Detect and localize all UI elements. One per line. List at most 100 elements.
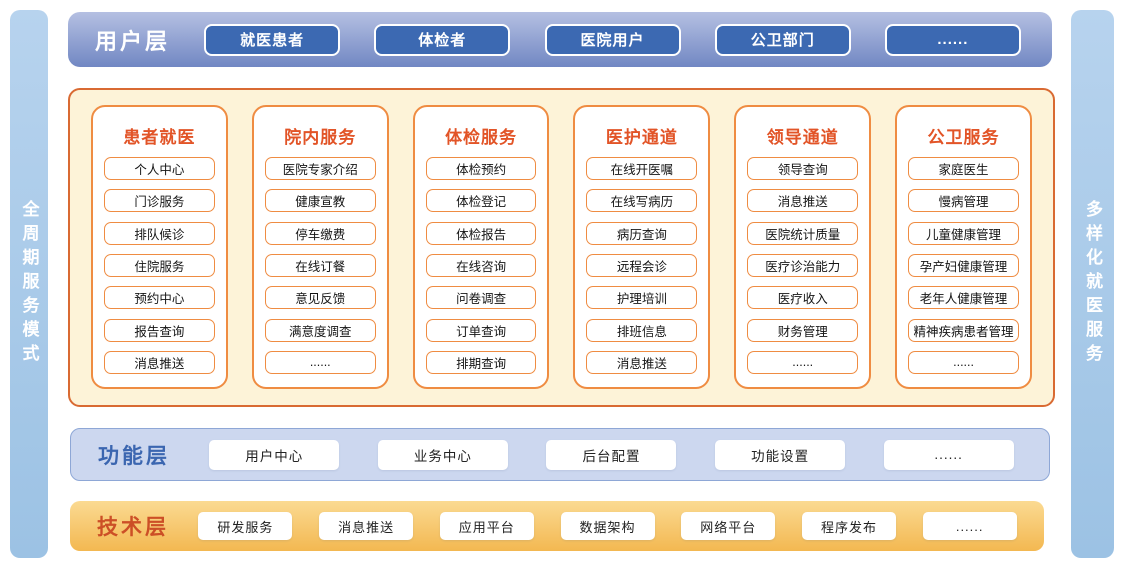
function-button: ......	[883, 439, 1014, 470]
service-item: 护理培训	[586, 286, 698, 310]
left-banner: 全周期服务模式	[10, 10, 48, 558]
tech-button: 应用平台	[439, 512, 534, 540]
service-item: 财务管理	[747, 318, 859, 342]
user-type-button-slot: 就医患者	[187, 23, 357, 56]
user-layer-bar: 用户层 就医患者 体检者 医院用户 公卫部门 ......	[68, 12, 1052, 67]
service-item: 在线开医嘱	[586, 157, 698, 180]
tech-button-slot: 消息推送	[306, 512, 427, 540]
tech-button: 数据架构	[560, 512, 655, 540]
service-column-title: 公卫服务	[927, 128, 1000, 147]
service-column-title: 院内服务	[284, 128, 357, 147]
tech-button-row: 研发服务 消息推送 应用平台 数据架构 网络平台 程序发布 ......	[185, 512, 1030, 540]
tech-button-slot: ......	[909, 512, 1030, 540]
function-layer-bar: 功能层 用户中心 业务中心 后台配置 功能设置 ......	[70, 428, 1050, 481]
user-type-button: 就医患者	[204, 23, 341, 56]
service-item: ......	[264, 350, 376, 374]
service-item: 体检报告	[425, 221, 537, 245]
service-item: 个人中心	[104, 157, 215, 180]
service-panel: 患者就医 个人中心门诊服务排队候诊住院服务预约中心报告查询消息推送 院内服务 医…	[68, 88, 1055, 407]
service-item: 在线咨询	[425, 253, 537, 277]
tech-button-slot: 网络平台	[668, 512, 789, 540]
service-item: 消息推送	[104, 350, 215, 374]
left-banner-label: 全周期服务模式	[19, 200, 39, 368]
service-column: 领导通道 领导查询消息推送医院统计质量医疗诊治能力医疗收入财务管理......	[734, 105, 872, 389]
tech-button: ......	[922, 512, 1017, 540]
user-type-button: ......	[884, 23, 1021, 56]
service-item: 消息推送	[747, 189, 859, 213]
user-type-button: 公卫部门	[714, 23, 851, 56]
service-item: 领导查询	[747, 157, 859, 180]
tech-button-slot: 程序发布	[789, 512, 910, 540]
service-column: 患者就医 个人中心门诊服务排队候诊住院服务预约中心报告查询消息推送	[91, 105, 228, 389]
service-column: 院内服务 医院专家介绍健康宣教停车缴费在线订餐意见反馈满意度调查......	[251, 105, 389, 389]
service-item: 家庭医生	[908, 157, 1019, 180]
right-banner: 多样化就医服务	[1071, 10, 1114, 558]
function-button-slot: 功能设置	[696, 439, 865, 470]
service-item-list: 医院专家介绍健康宣教停车缴费在线订餐意见反馈满意度调查......	[264, 157, 376, 374]
function-button: 后台配置	[546, 439, 677, 470]
service-column: 医护通道 在线开医嘱在线写病历病历查询远程会诊护理培训排班信息消息推送	[573, 105, 711, 389]
function-button-row: 用户中心 业务中心 后台配置 功能设置 ......	[190, 439, 1033, 470]
service-item: 慢病管理	[908, 189, 1019, 213]
user-type-button-row: 就医患者 体检者 医院用户 公卫部门 ......	[187, 23, 1038, 56]
service-item: 孕产妇健康管理	[908, 253, 1019, 277]
service-item: 停车缴费	[264, 221, 376, 245]
service-item: 精神疾病患者管理	[908, 318, 1019, 342]
service-item: 医院统计质量	[747, 221, 859, 245]
service-item: 儿童健康管理	[908, 221, 1019, 245]
function-button-slot: 业务中心	[359, 439, 528, 470]
service-item: 体检登记	[425, 189, 537, 213]
service-column: 公卫服务 家庭医生慢病管理儿童健康管理孕产妇健康管理老年人健康管理精神疾病患者管…	[895, 105, 1032, 389]
service-column-title: 医护通道	[605, 128, 678, 147]
function-layer-label: 功能层	[98, 444, 170, 468]
service-item: 老年人健康管理	[908, 286, 1019, 310]
service-item: 门诊服务	[104, 189, 215, 213]
service-item: 排期查询	[425, 350, 537, 374]
service-item: ......	[747, 350, 859, 374]
service-column-title: 患者就医	[123, 128, 196, 147]
service-item: 订单查询	[425, 318, 537, 342]
service-item-list: 体检预约体检登记体检报告在线咨询问卷调查订单查询排期查询	[425, 157, 537, 374]
service-item: 健康宣教	[264, 189, 376, 213]
service-item-list: 家庭医生慢病管理儿童健康管理孕产妇健康管理老年人健康管理精神疾病患者管理....…	[908, 157, 1019, 374]
service-item: 消息推送	[586, 350, 698, 374]
service-item: 在线写病历	[586, 189, 698, 213]
service-item-list: 领导查询消息推送医院统计质量医疗诊治能力医疗收入财务管理......	[747, 157, 859, 374]
service-item: 体检预约	[425, 157, 537, 180]
tech-button-slot: 数据架构	[547, 512, 668, 540]
user-type-button-slot: 公卫部门	[698, 23, 868, 56]
user-type-button-slot: 体检者	[357, 23, 527, 56]
service-item: 意见反馈	[264, 286, 376, 310]
service-item: 住院服务	[104, 253, 215, 277]
user-layer-label: 用户层	[95, 28, 171, 54]
function-button-slot: ......	[864, 439, 1033, 470]
tech-layer-bar: 技术层 研发服务 消息推送 应用平台 数据架构 网络平台 程序发布 ......	[70, 501, 1044, 551]
function-button: 用户中心	[209, 439, 340, 470]
tech-button: 网络平台	[681, 512, 776, 540]
tech-button-slot: 研发服务	[185, 512, 306, 540]
service-column-title: 体检服务	[445, 128, 518, 147]
service-item-list: 在线开医嘱在线写病历病历查询远程会诊护理培训排班信息消息推送	[586, 157, 698, 374]
function-button: 功能设置	[715, 439, 846, 470]
service-item: 病历查询	[586, 221, 698, 245]
function-button-slot: 用户中心	[190, 439, 359, 470]
user-type-button-slot: ......	[868, 23, 1038, 56]
service-item: 报告查询	[104, 318, 215, 342]
service-item: 排队候诊	[104, 221, 215, 245]
service-column: 体检服务 体检预约体检登记体检报告在线咨询问卷调查订单查询排期查询	[412, 105, 550, 389]
service-column-title: 领导通道	[766, 128, 839, 147]
tech-button: 研发服务	[198, 512, 293, 540]
service-item: 问卷调查	[425, 286, 537, 310]
service-item-list: 个人中心门诊服务排队候诊住院服务预约中心报告查询消息推送	[104, 157, 215, 374]
service-item: 满意度调查	[264, 318, 376, 342]
service-item: 排班信息	[586, 318, 698, 342]
service-item: 医疗诊治能力	[747, 253, 859, 277]
function-button: 业务中心	[377, 439, 508, 470]
user-type-button: 体检者	[374, 23, 511, 56]
service-item: 远程会诊	[586, 253, 698, 277]
tech-button-slot: 应用平台	[426, 512, 547, 540]
right-banner-label: 多样化就医服务	[1083, 200, 1102, 368]
service-item: 医院专家介绍	[264, 157, 376, 180]
function-button-slot: 后台配置	[527, 439, 696, 470]
